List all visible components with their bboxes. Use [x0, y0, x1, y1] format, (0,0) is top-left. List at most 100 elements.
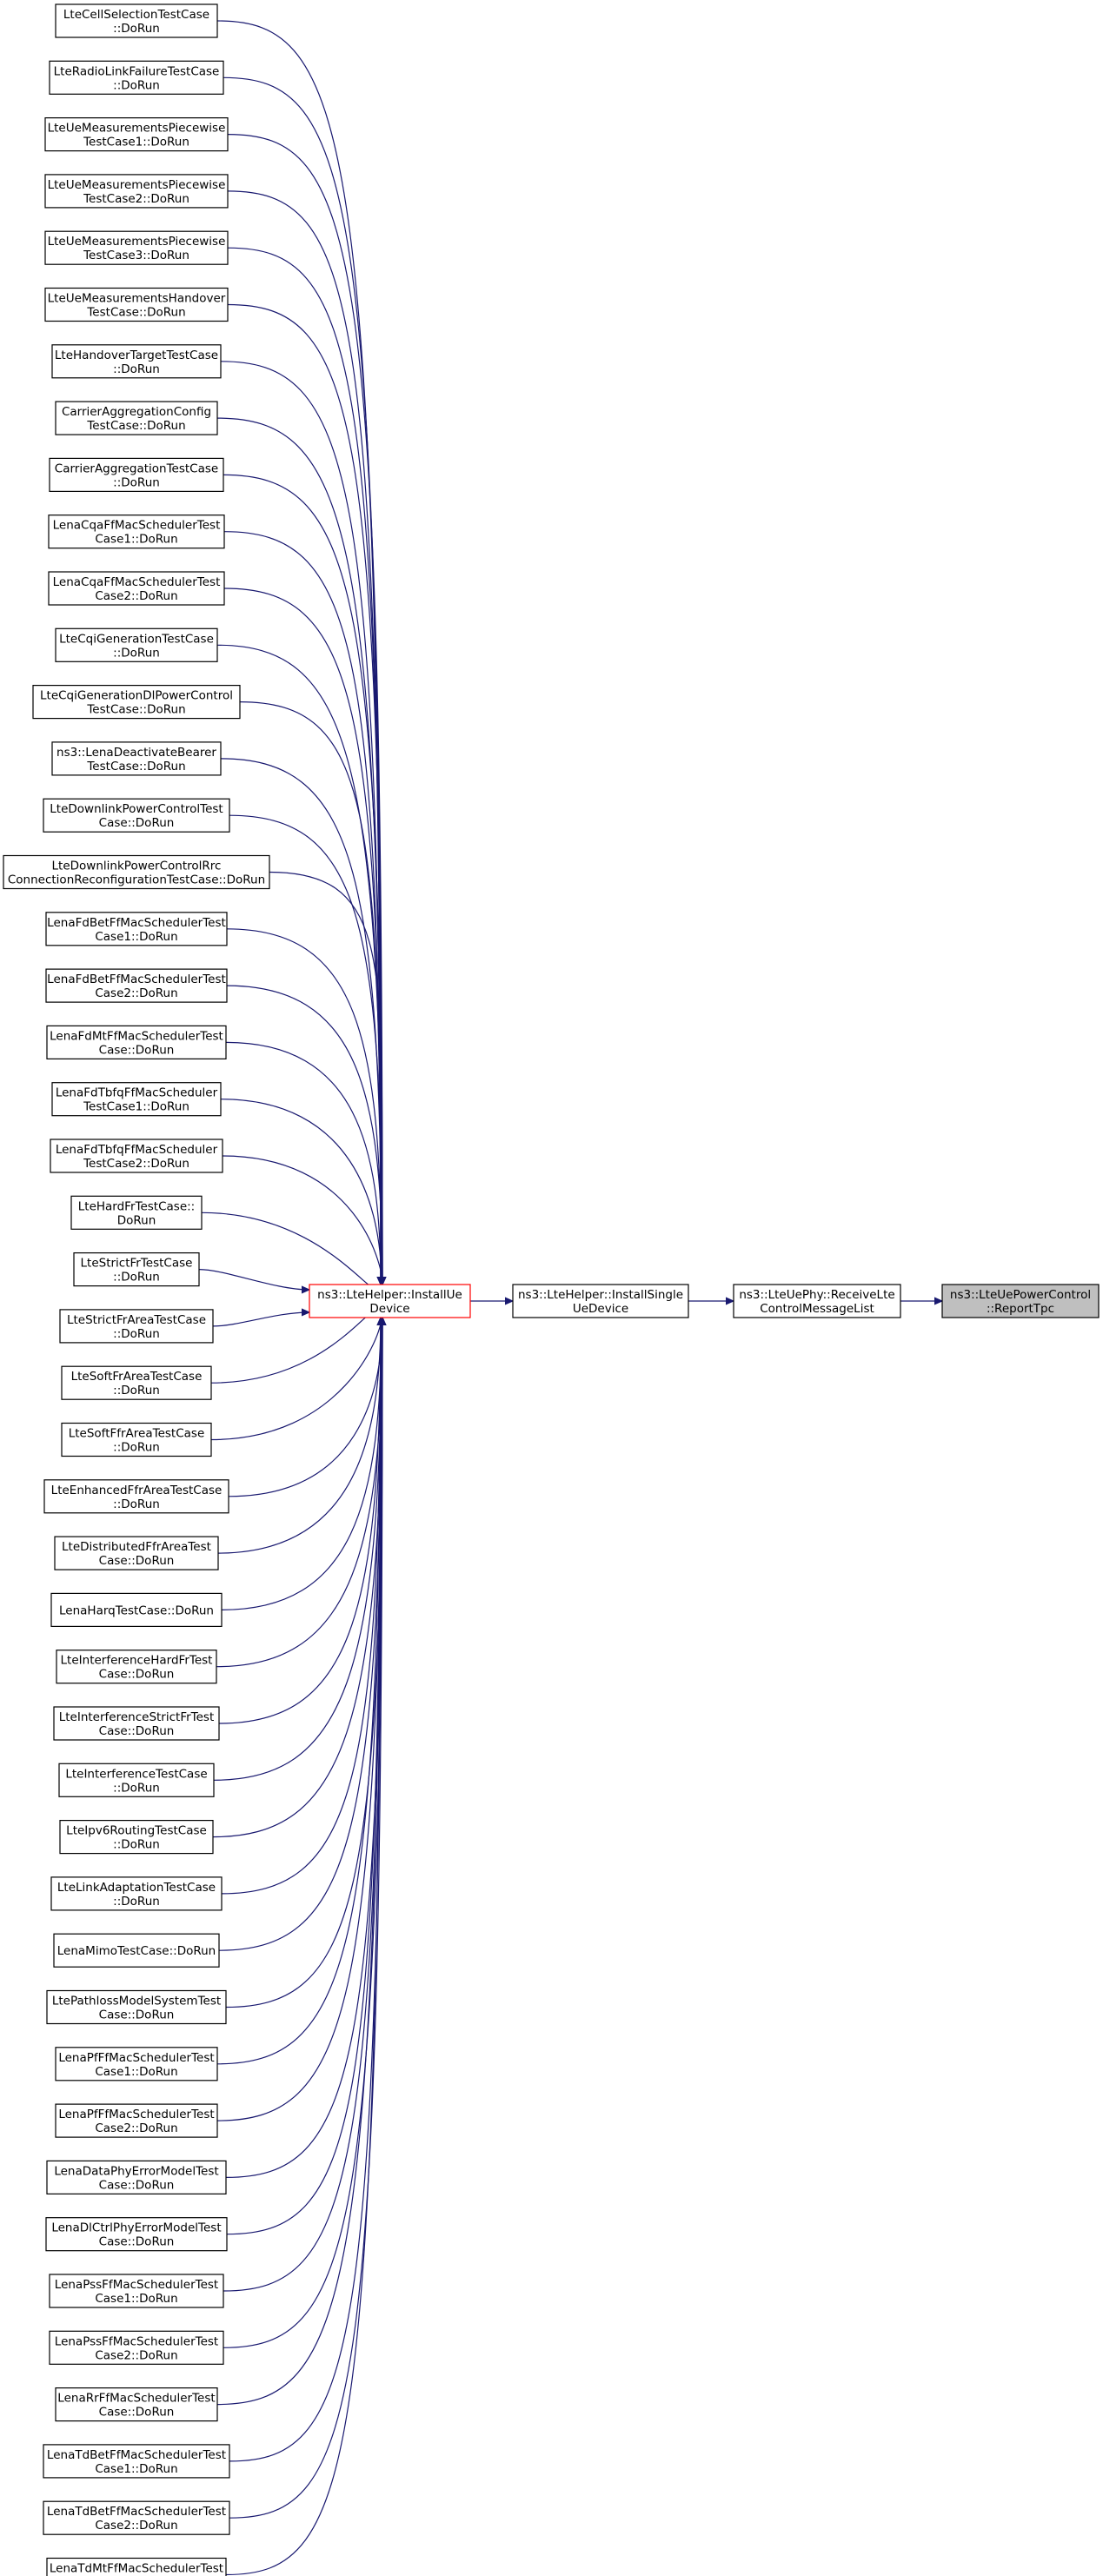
caller-ltedownlinkpowercontrolrrc-connectionreconfigurationtestcase-dorun[interactable]: LteDownlinkPowerControlRrcConnectionReco…	[3, 854, 270, 890]
caller-ltecellselectiontestcase-dorun[interactable]: LteCellSelectionTestCase::DoRun	[55, 3, 218, 38]
edge-lenafdtbfqffmacscheduler-testcase1-dorun-to-installue	[220, 1099, 382, 1285]
caller-lenacqaffmacschedulertest-case2-dorun-label-1: LenaCqaFfMacSchedulerTest	[53, 575, 221, 589]
caller-lteinterferencetestcase-dorun-box	[58, 1763, 215, 1797]
edge-lenafdmtffmacschedulertest-case-dorun-to-installue	[225, 1041, 381, 1285]
caller-ltehardfrtestcase-dorun[interactable]: LteHardFrTestCase::DoRun	[70, 1195, 203, 1230]
caller-lteuemeasurementspiecewise-testcase3-dorun[interactable]: LteUeMeasurementsPiecewiseTestCase3::DoR…	[44, 230, 229, 265]
caller-lenadataphyerrormodeltest-case-dorun-label-2: Case::DoRun	[99, 2178, 175, 2192]
edge-ltecellselectiontestcase-dorun-to-installue	[216, 20, 381, 1285]
edge-ltedownlinkpowercontroltest-case-dorun-to-installue	[229, 814, 382, 1285]
edge-lteuemeasurementspiecewise-testcase3-dorun-to-installue	[227, 247, 382, 1285]
caller-ltepathlossmodelsystemtest-case-dorun-label-1: LtePathlossModelSystemTest	[52, 1995, 221, 2008]
caller-ltesoftfrareatestcase-dorun-box	[61, 1365, 212, 1400]
caller-ltecqigenerationdlpowercontrol-testcase-dorun-label-1: LteCqiGenerationDlPowerControl	[40, 689, 233, 703]
caller-lteipv6routingtestcase-dorun[interactable]: LteIpv6RoutingTestCase::DoRun	[59, 1820, 214, 1855]
caller-ltestrictfrareatestcase-dorun-label-2: ::DoRun	[113, 1327, 160, 1341]
caller-ltestrictfrareatestcase-dorun-box	[59, 1309, 214, 1344]
caller-ns3-lenadeactivatebearer-testcase-dorun-box	[51, 741, 222, 776]
edge-ltehardfrtestcase-dorun-to-installue	[201, 1212, 381, 1291]
caller-ltedistributedffrareatest-case-dorun-label-2: Case::DoRun	[99, 1554, 175, 1568]
edge-lteinterferencestrictfrtest-case-dorun-to-installue	[218, 1318, 381, 1724]
caller-ltelinkadaptationtestcase-dorun-box	[50, 1876, 223, 1911]
caller-lenacqaffmacschedulertest-case1-dorun-box	[48, 515, 225, 549]
caller-lenaharqtestcase-dorun-box	[50, 1592, 223, 1628]
caller-lteradiolinkfailuretestcase-dorun[interactable]: LteRadioLinkFailureTestCase::DoRun	[49, 60, 224, 95]
node-target-ns3-lteuepowercontrol-reporttpc[interactable]: ns3::LteUePowerControl::ReportTpc	[941, 1284, 1100, 1318]
caller-ltedownlinkpowercontrolrrc-connectionreconfigurationtestcase-dorun-box	[3, 854, 270, 890]
caller-ltehandovertargettestcase-dorun[interactable]: LteHandoverTargetTestCase::DoRun	[51, 344, 222, 379]
caller-lenacqaffmacschedulertest-case2-dorun-box	[48, 571, 225, 606]
caller-ltestrictfrtestcase-dorun[interactable]: LteStrictFrTestCase::DoRun	[73, 1251, 200, 1287]
caller-lteuemeasurementspiecewise-testcase2-dorun[interactable]: LteUeMeasurementsPiecewiseTestCase2::DoR…	[44, 174, 229, 209]
caller-ltestrictfrtestcase-dorun-label-2: ::DoRun	[113, 1271, 160, 1285]
edge-ltestrictfrtestcase-dorun-to-installue	[198, 1269, 309, 1290]
caller-lenamimotestcase-dorun-box	[53, 1933, 220, 1968]
caller-lenafdtbfqffmacscheduler-testcase1-dorun-box	[51, 1082, 222, 1117]
caller-lenamimotestcase-dorun[interactable]: LenaMimoTestCase::DoRun	[53, 1933, 220, 1968]
caller-lenaharqtestcase-dorun[interactable]: LenaHarqTestCase::DoRun	[50, 1592, 223, 1628]
caller-lenadataphyerrormodeltest-case-dorun-label-1: LenaDataPhyErrorModelTest	[54, 2164, 218, 2178]
caller-lenarrffmacschedulertest-case-dorun-box	[55, 2387, 218, 2422]
caller-ltesoftfrareatestcase-dorun[interactable]: LteSoftFrAreaTestCase::DoRun	[61, 1365, 212, 1400]
caller-lteuemeasurementshandover-testcase-dorun-box	[44, 287, 229, 322]
node-ns3-ltehelper-installue-device-label-1: ns3::LteHelper::InstallUe	[317, 1288, 462, 1302]
node-ns3-lteuephy-receivelte-controlmessagelist[interactable]: ns3::LteUePhy::ReceiveLteControlMessageL…	[733, 1284, 901, 1318]
edge-lenaharqtestcase-dorun-to-installue	[221, 1318, 382, 1610]
caller-ltestrictfrareatestcase-dorun[interactable]: LteStrictFrAreaTestCase::DoRun	[59, 1309, 214, 1344]
caller-ltesoftfrareatestcase-dorun-label-2: ::DoRun	[113, 1384, 160, 1398]
edge-lenapssffmacschedulertest-case2-dorun-to-installue	[223, 1318, 382, 2348]
caller-lenatdbetffmacschedulertest-case1-dorun-label-1: LenaTdBetFfMacSchedulerTest	[47, 2448, 226, 2462]
caller-lenapssffmacschedulertest-case2-dorun-label-1: LenaPssFfMacSchedulerTest	[55, 2334, 218, 2348]
edge-lenamimotestcase-dorun-to-installue	[218, 1318, 382, 1951]
caller-lenafdmtffmacschedulertest-case-dorun-label-1: LenaFdMtFfMacSchedulerTest	[50, 1029, 223, 1043]
caller-lteuemeasurementspiecewise-testcase3-dorun-box	[44, 230, 229, 265]
caller-lteuemeasurementspiecewise-testcase3-dorun-label-2: TestCase3::DoRun	[83, 249, 189, 262]
caller-lenafdbetffmacschedulertest-case1-dorun-box	[45, 912, 228, 946]
caller-lenafdtbfqffmacscheduler-testcase2-dorun-box	[50, 1139, 223, 1173]
caller-ltecqigenerationdlpowercontrol-testcase-dorun[interactable]: LteCqiGenerationDlPowerControlTestCase::…	[32, 684, 241, 720]
caller-lteenhancedffrareatestcase-dorun[interactable]: LteEnhancedFfrAreaTestCase::DoRun	[43, 1479, 229, 1514]
edge-lteinterferencetestcase-dorun-to-installue	[213, 1318, 382, 1781]
caller-lenatdmtffmacschedulertest-case-dorun[interactable]: LenaTdMtFfMacSchedulerTestCase::DoRun	[46, 2557, 227, 2576]
caller-lteinterferencetestcase-dorun[interactable]: LteInterferenceTestCase::DoRun	[58, 1763, 215, 1797]
caller-ltelinkadaptationtestcase-dorun[interactable]: LteLinkAdaptationTestCase::DoRun	[50, 1876, 223, 1911]
caller-lteinterferencehardfrtest-case-dorun-box	[56, 1650, 217, 1684]
caller-ltedownlinkpowercontroltest-case-dorun-label-2: Case::DoRun	[99, 816, 175, 830]
edge-lteuemeasurementspiecewise-testcase2-dorun-to-installue	[227, 190, 381, 1285]
node-ns3-ltehelper-installue-device-label-2: Device	[369, 1302, 409, 1316]
caller-lenadlctrlphyerrormodeltest-case-dorun-label-2: Case::DoRun	[99, 2235, 175, 2249]
edge-lenatdbetffmacschedulertest-case1-dorun-to-installue	[229, 1318, 382, 2462]
caller-lenapssffmacschedulertest-case2-dorun-box	[49, 2330, 224, 2365]
caller-lteuemeasurementspiecewise-testcase1-dorun[interactable]: LteUeMeasurementsPiecewiseTestCase1::DoR…	[44, 117, 229, 152]
caller-carrieraggregationtestcase-dorun[interactable]: CarrierAggregationTestCase::DoRun	[49, 457, 224, 493]
caller-ltecqigenerationtestcase-dorun[interactable]: LteCqiGenerationTestCase::DoRun	[55, 627, 218, 662]
caller-ltesoftffrareatestcase-dorun[interactable]: LteSoftFfrAreaTestCase::DoRun	[61, 1422, 212, 1457]
caller-lteinterferencetestcase-dorun-label-2: ::DoRun	[113, 1781, 160, 1795]
